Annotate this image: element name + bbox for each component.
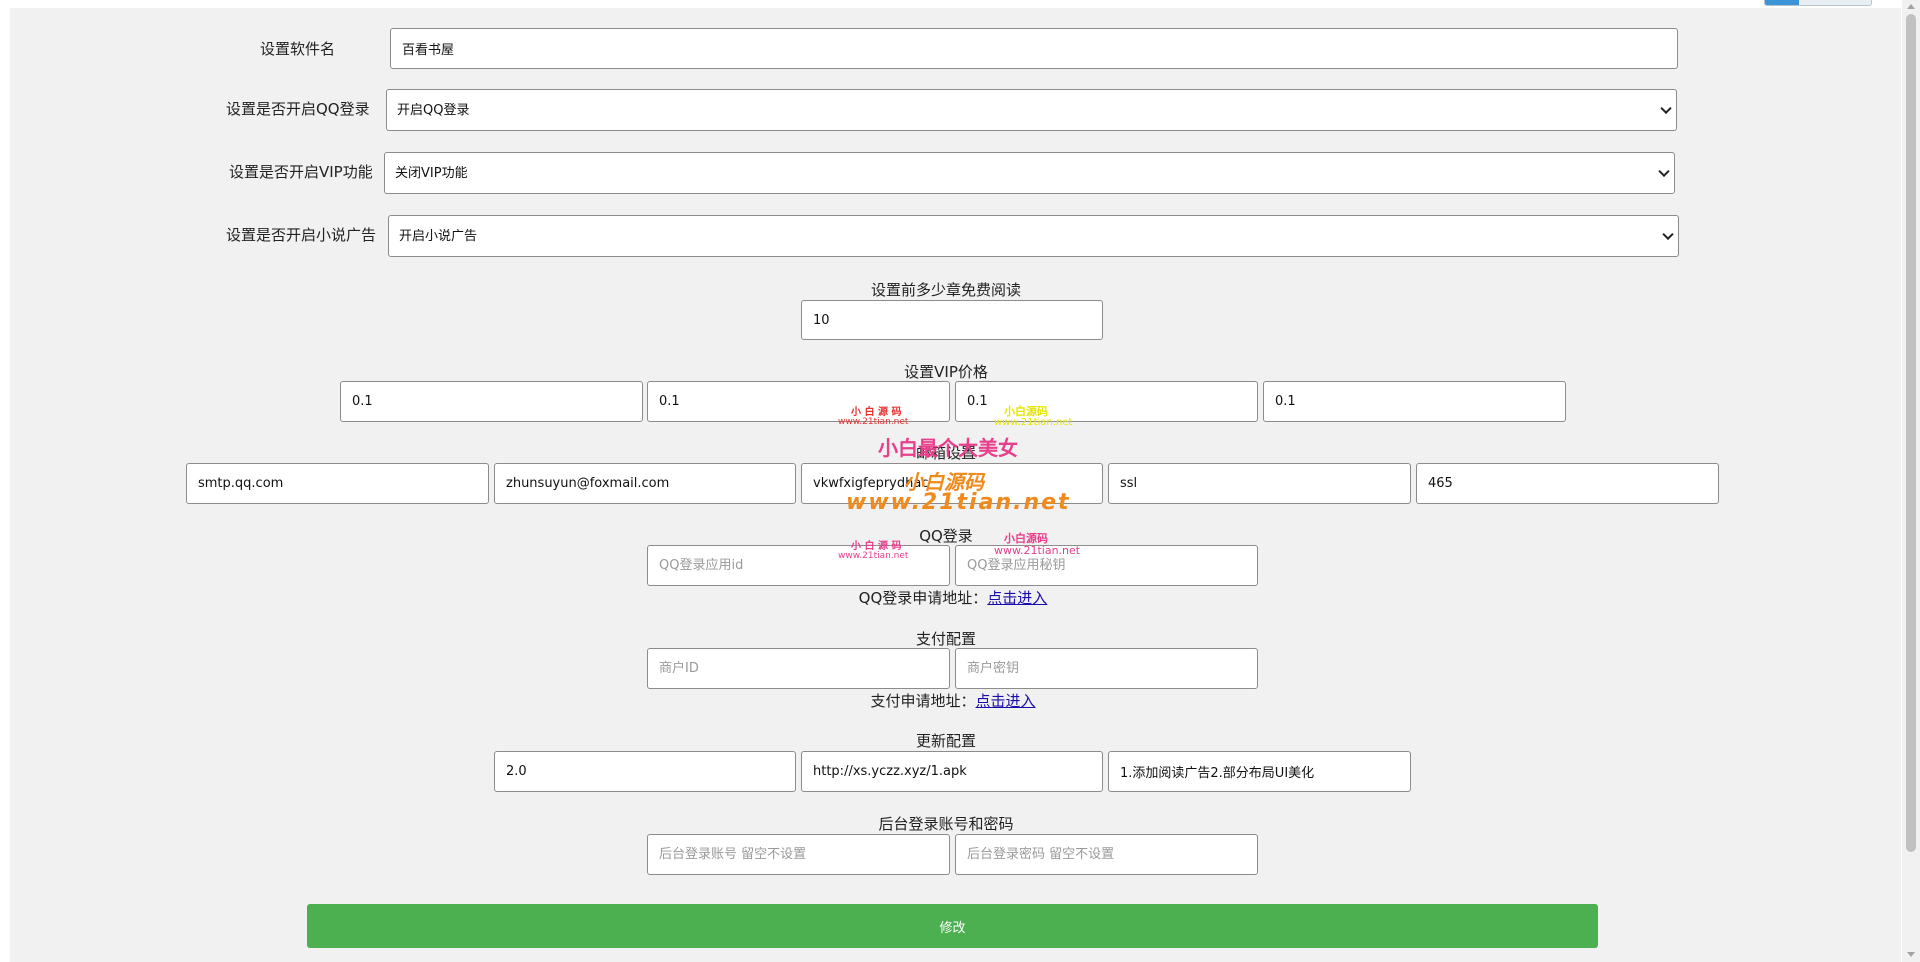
- qq-app-id-input[interactable]: [647, 545, 950, 586]
- vip-price-label: 设置VIP价格: [904, 363, 988, 381]
- update-notes-input[interactable]: [1108, 751, 1411, 792]
- submit-button[interactable]: 修改: [307, 904, 1598, 948]
- vertical-scrollbar[interactable]: [1902, 0, 1920, 962]
- qq-apply-link[interactable]: 点击进入: [987, 589, 1048, 607]
- smtp-host-input[interactable]: [186, 463, 489, 504]
- admin-username-input[interactable]: [647, 834, 950, 875]
- pay-config-label: 支付配置: [915, 630, 977, 648]
- mail-settings-label: 邮箱设置: [915, 444, 977, 462]
- vip-price-input-2[interactable]: [647, 381, 950, 422]
- qq-apply-row: QQ登录申请地址：点击进入: [859, 588, 1048, 608]
- admin-credentials-label: 后台登录账号和密码: [878, 815, 1014, 833]
- free-chapters-input[interactable]: [801, 300, 1103, 340]
- scroll-down-arrow-icon[interactable]: [1907, 952, 1915, 957]
- free-chapters-label: 设置前多少章免费阅读: [870, 281, 1022, 299]
- mail-auth-code-input[interactable]: [801, 463, 1103, 504]
- mail-account-input[interactable]: [494, 463, 796, 504]
- vip-select-wrap[interactable]: 关闭VIP功能: [384, 152, 1675, 194]
- qq-login-select[interactable]: 开启QQ登录: [386, 89, 1677, 131]
- vip-price-input-4[interactable]: [1263, 381, 1566, 422]
- admin-password-input[interactable]: [955, 834, 1258, 875]
- scrollbar-thumb[interactable]: [1906, 14, 1916, 852]
- scroll-up-arrow-icon[interactable]: [1907, 4, 1915, 9]
- novel-ad-select[interactable]: 开启小说广告: [388, 215, 1679, 257]
- app-name-input[interactable]: [390, 28, 1678, 69]
- vip-price-input-3[interactable]: [955, 381, 1258, 422]
- pay-apply-link[interactable]: 点击进入: [975, 692, 1036, 710]
- qq-apply-text: QQ登录申请地址：: [858, 589, 988, 607]
- novel-ad-select-wrap[interactable]: 开启小说广告: [388, 215, 1679, 257]
- update-version-input[interactable]: [494, 751, 796, 792]
- merchant-id-input[interactable]: [647, 648, 950, 689]
- qq-login-select-wrap[interactable]: 开启QQ登录: [386, 89, 1677, 131]
- top-tab[interactable]: [1764, 0, 1872, 6]
- vip-select[interactable]: 关闭VIP功能: [384, 152, 1675, 194]
- novel-ad-label: 设置是否开启小说广告: [226, 226, 377, 244]
- update-config-label: 更新配置: [915, 732, 977, 750]
- pay-apply-row: 支付申请地址：点击进入: [870, 691, 1035, 711]
- vip-label: 设置是否开启VIP功能: [229, 163, 373, 181]
- pay-apply-text: 支付申请地址：: [870, 692, 976, 710]
- mail-ssl-input[interactable]: [1108, 463, 1411, 504]
- qq-app-secret-input[interactable]: [955, 545, 1258, 586]
- qq-section-label: QQ登录: [919, 527, 973, 545]
- tab-accent: [1765, 0, 1799, 5]
- vip-price-input-1[interactable]: [340, 381, 643, 422]
- qq-login-label: 设置是否开启QQ登录: [226, 100, 370, 118]
- update-url-input[interactable]: [801, 751, 1103, 792]
- mail-port-input[interactable]: [1416, 463, 1719, 504]
- app-name-label: 设置软件名: [260, 40, 336, 58]
- merchant-key-input[interactable]: [955, 648, 1258, 689]
